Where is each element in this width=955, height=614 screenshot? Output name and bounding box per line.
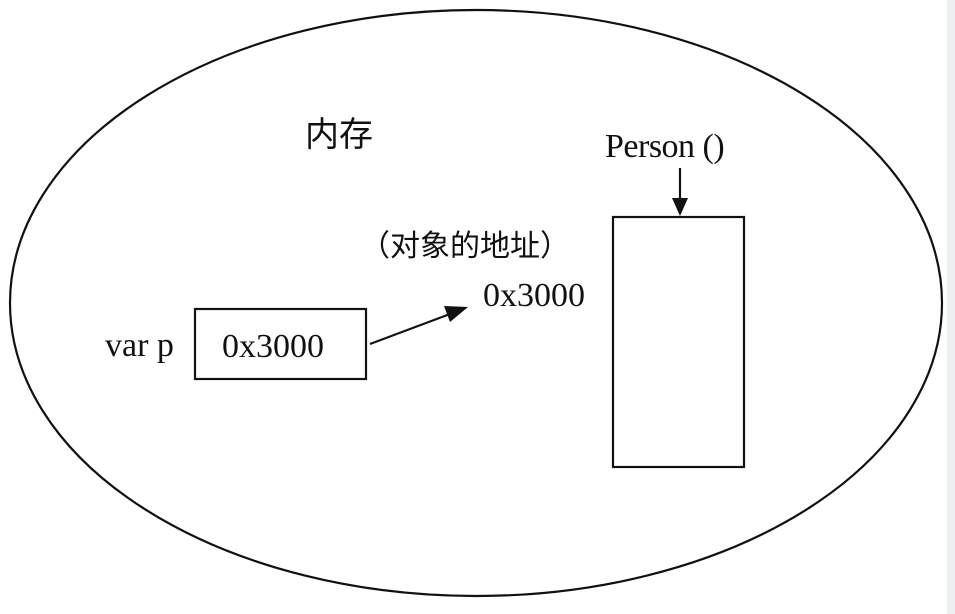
memory-ellipse (8, 8, 944, 598)
memory-label: 内存 (305, 115, 373, 155)
address-value-label: 0x3000 (483, 277, 585, 314)
variable-value-label: 0x3000 (222, 328, 324, 365)
constructor-label: Person () (605, 128, 725, 165)
variable-name-label: var p (105, 327, 174, 364)
object-box (611, 215, 746, 469)
reference-arrow (369, 312, 451, 346)
right-edge-strip (947, 0, 955, 614)
address-note-label: （对象的地址） (360, 229, 570, 264)
variable-box (193, 307, 368, 381)
constructor-arrowhead (672, 198, 688, 216)
reference-arrowhead (444, 306, 468, 322)
